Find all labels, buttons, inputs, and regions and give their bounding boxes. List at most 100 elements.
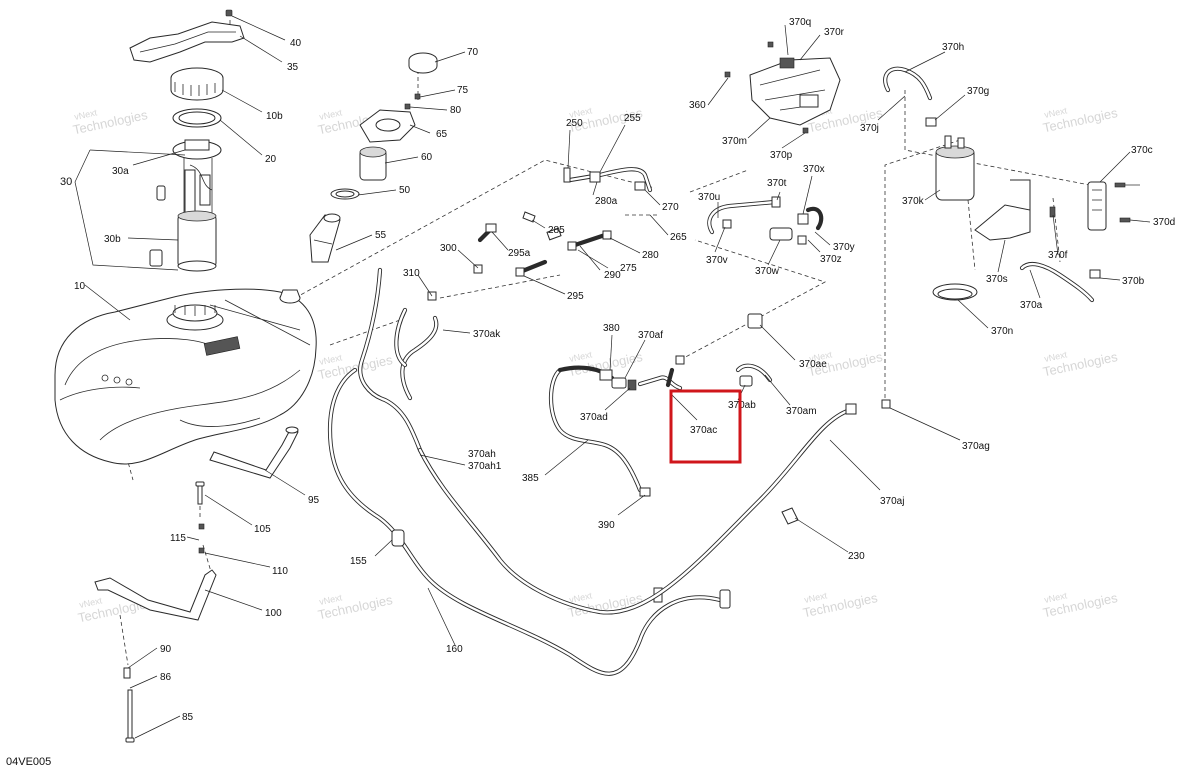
rollover-valve-line (549, 355, 773, 497)
callout-370t: 370t (767, 178, 787, 189)
watermark-line1: vNext (1043, 349, 1068, 364)
callout-370f: 370f (1048, 250, 1068, 261)
callout-86: 86 (160, 672, 172, 683)
callout-115: 115 (170, 533, 186, 544)
callout-295a: 295a (508, 248, 531, 259)
canister-mount-plate (1049, 181, 1131, 231)
purge-valve-group (707, 196, 824, 329)
callout-65: 65 (436, 129, 448, 140)
callout-310: 310 (403, 268, 420, 279)
callout-370g: 370g (967, 86, 989, 97)
callout-10: 10 (74, 281, 86, 292)
callout-370am: 370am (786, 406, 817, 417)
watermark-line1: vNext (808, 349, 833, 364)
callout-285: 285 (548, 225, 565, 236)
callout-370ah1: 370ah1 (468, 461, 502, 472)
callout-290: 290 (604, 270, 621, 281)
evap-valve-bracket (724, 41, 841, 134)
callout-255: 255 (624, 113, 641, 124)
callout-370h: 370h (942, 42, 964, 53)
float-sensor-icon (156, 185, 166, 201)
callout-370y: 370y (833, 242, 855, 253)
watermark-line1: vNext (568, 590, 593, 605)
vent-hose-370ak (400, 315, 439, 401)
callout-370j: 370j (860, 123, 879, 134)
callout-390: 390 (598, 520, 615, 531)
callout-370n: 370n (991, 326, 1013, 337)
callout-370d: 370d (1153, 217, 1175, 228)
tank-strap-rear (209, 426, 299, 479)
callout-370ah: 370ah (468, 449, 496, 460)
callout-labels: 40 35 10b 20 30 30a 30b 10 70 75 80 65 6… (60, 17, 1175, 723)
callout-75: 75 (457, 85, 469, 96)
watermark-line1: vNext (78, 595, 103, 610)
watermark-line1: vNext (568, 349, 593, 364)
evap-canister (932, 135, 1031, 301)
callout-30: 30 (60, 176, 72, 188)
callout-60: 60 (421, 152, 433, 163)
fuel-return-line (417, 399, 891, 615)
callout-370aj: 370aj (880, 496, 904, 507)
callout-370w: 370w (755, 266, 780, 277)
callout-80: 80 (450, 105, 462, 116)
callout-100: 100 (265, 608, 282, 619)
callout-370af: 370af (638, 330, 663, 341)
callout-370v: 370v (706, 255, 728, 266)
callout-30a: 30a (112, 166, 129, 177)
callout-40: 40 (290, 38, 302, 49)
callout-370ac: 370ac (690, 425, 717, 436)
callout-230: 230 (848, 551, 865, 562)
callout-370c: 370c (1131, 145, 1153, 156)
callout-105: 105 (254, 524, 271, 535)
callout-155: 155 (350, 556, 367, 567)
callout-50: 50 (399, 185, 411, 196)
callout-370u: 370u (698, 192, 720, 203)
watermark-line1: vNext (1043, 105, 1068, 120)
callout-370q: 370q (789, 17, 811, 28)
tank-strap-front (94, 569, 217, 621)
callout-280: 280 (642, 250, 659, 261)
fuel-pump-module (149, 139, 222, 272)
watermark-line1: vNext (318, 352, 343, 367)
callout-370r: 370r (824, 27, 845, 38)
callout-35: 35 (287, 62, 299, 73)
callout-55: 55 (375, 230, 387, 241)
highlight-box-370ac (669, 389, 742, 464)
watermark-line1: vNext (318, 107, 343, 122)
strap-bolt (123, 481, 205, 743)
callout-370b: 370b (1122, 276, 1145, 287)
callout-370ak: 370ak (473, 329, 501, 340)
callout-110: 110 (272, 566, 288, 577)
vapor-line-set (427, 167, 653, 301)
callout-380: 380 (603, 323, 620, 334)
callout-275: 275 (620, 263, 637, 274)
callout-295: 295 (567, 291, 584, 302)
tank-heat-shield (129, 9, 245, 63)
watermark-line1: vNext (568, 105, 593, 120)
bolt-icon (225, 9, 233, 17)
callout-370z: 370z (820, 254, 842, 265)
callout-370ad: 370ad (580, 412, 608, 423)
watermark-line1: vNext (73, 107, 98, 122)
pump-gasket (172, 108, 222, 128)
callout-360: 360 (689, 100, 706, 111)
callout-385: 385 (522, 473, 539, 484)
callout-370m: 370m (722, 136, 747, 147)
callout-95: 95 (308, 495, 320, 506)
callout-370k: 370k (902, 196, 925, 207)
diagram-code: 04VE005 (6, 756, 51, 768)
clip-230 (781, 507, 799, 525)
callout-85: 85 (182, 712, 194, 723)
callout-250: 250 (566, 118, 583, 129)
fuel-tank (54, 288, 317, 465)
callout-370ag: 370ag (962, 441, 990, 452)
callout-20: 20 (265, 154, 277, 165)
callout-270: 270 (662, 202, 679, 213)
watermark-line1: vNext (803, 590, 828, 605)
callout-280a: 280a (595, 196, 618, 207)
callout-370x: 370x (803, 164, 825, 175)
callout-10b: 10b (266, 111, 283, 122)
callout-370a: 370a (1020, 300, 1043, 311)
lock-ring (170, 67, 224, 101)
